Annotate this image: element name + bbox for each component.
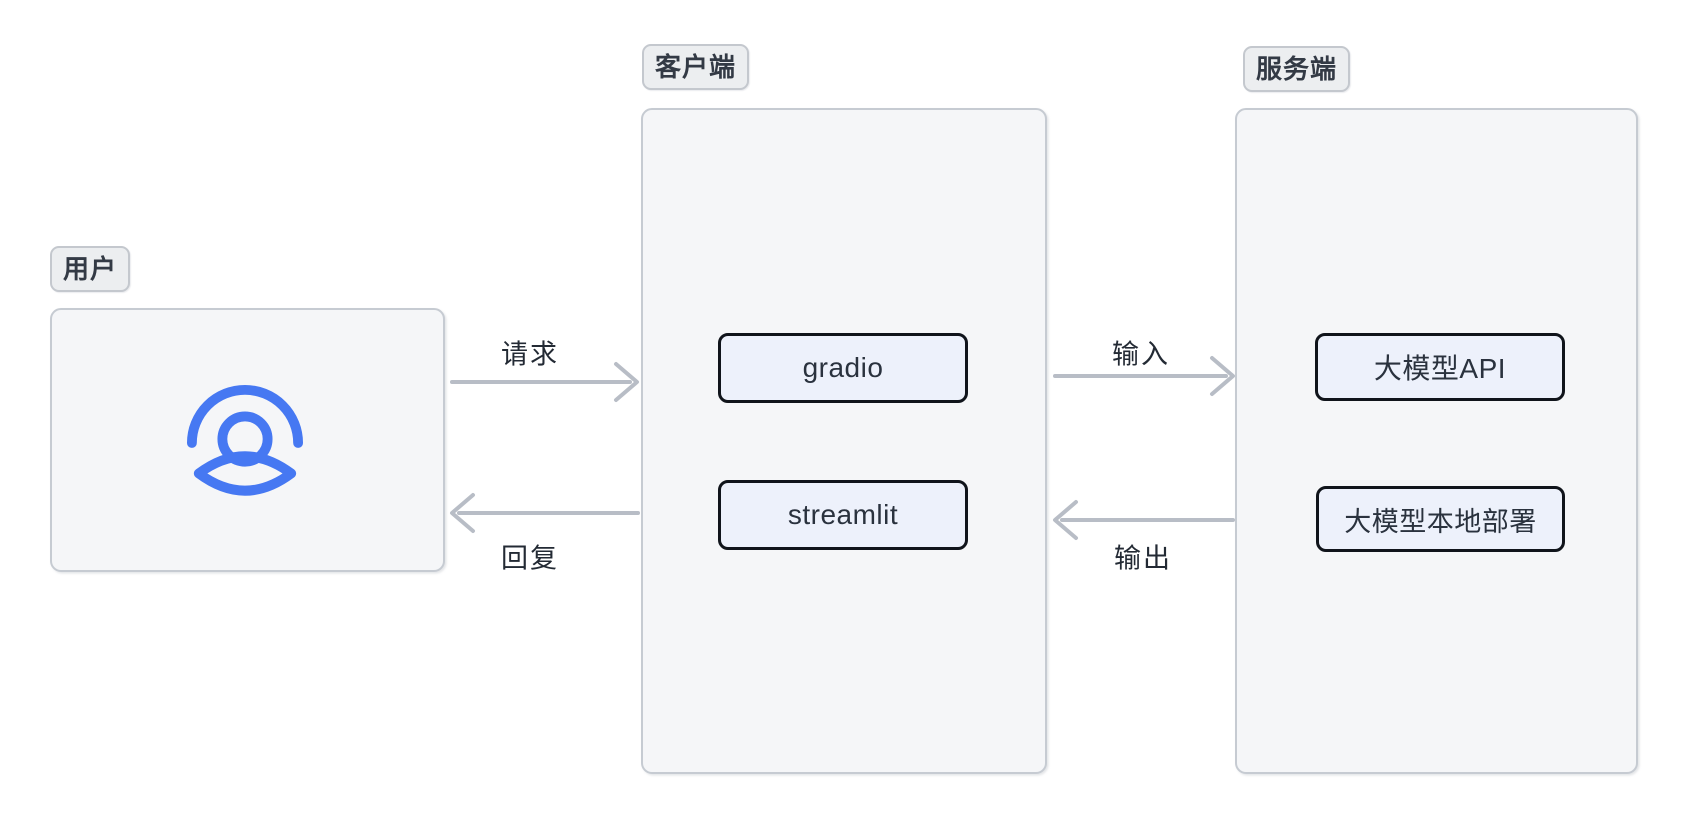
user-icon	[184, 383, 306, 501]
output-flow-label: 输出	[1114, 543, 1172, 574]
reply-arrow	[450, 493, 640, 533]
user-node	[50, 308, 445, 572]
node-llm-local-label: 大模型本地部署	[1344, 506, 1537, 537]
request-flow-label: 请求	[501, 339, 559, 370]
client-container	[641, 108, 1047, 774]
node-gradio: gradio	[718, 333, 968, 403]
user-group-label: 用户	[50, 246, 131, 292]
output-arrow-head	[1053, 500, 1078, 540]
server-container	[1235, 108, 1638, 774]
node-streamlit-label: streamlit	[787, 499, 899, 530]
server-group-label: 服务端	[1243, 46, 1351, 92]
input-arrow-head	[1210, 356, 1235, 396]
node-gradio-label: gradio	[802, 352, 884, 383]
request-arrow-head	[614, 362, 639, 402]
reply-arrow-head	[450, 493, 475, 533]
client-group-label: 客户端	[642, 44, 750, 90]
input-flow-label: 输入	[1112, 339, 1170, 370]
node-streamlit: streamlit	[718, 480, 968, 550]
node-llm-api-label: 大模型API	[1373, 353, 1507, 384]
node-llm-api: 大模型API	[1315, 333, 1565, 401]
node-llm-local: 大模型本地部署	[1316, 486, 1565, 552]
output-arrow	[1053, 500, 1235, 540]
reply-flow-label: 回复	[501, 543, 559, 574]
